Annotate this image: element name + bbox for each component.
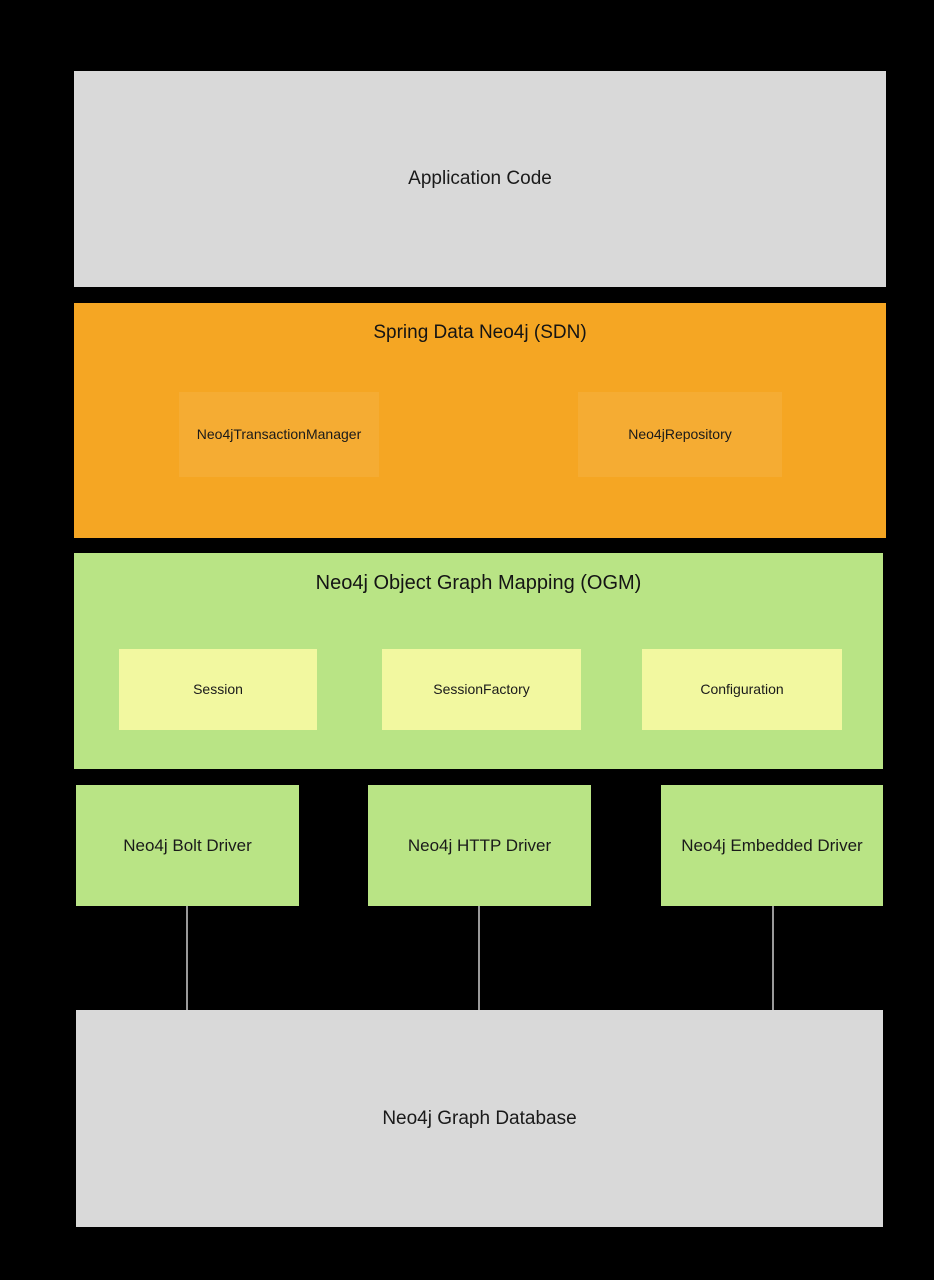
neo4j-graph-database-layer: Neo4j Graph Database [76,1010,883,1227]
session-label: Session [193,680,243,697]
neo4j-ogm-layer: Neo4j Object Graph Mapping (OGM) Session… [74,553,883,769]
neo4j-bolt-driver-box: Neo4j Bolt Driver [76,785,299,906]
session-factory-label: SessionFactory [433,680,530,697]
application-code-layer: Application Code [74,71,886,287]
neo4j-bolt-driver-label: Neo4j Bolt Driver [123,835,252,855]
neo4j-http-driver-box: Neo4j HTTP Driver [368,785,591,906]
connector-http-to-database [478,906,480,1011]
application-code-label: Application Code [408,168,552,190]
neo4j-repository-label: Neo4jRepository [628,425,732,442]
neo4j-embedded-driver-box: Neo4j Embedded Driver [661,785,883,906]
sdn-layer-title: Spring Data Neo4j (SDN) [373,322,587,343]
spring-data-neo4j-layer: Spring Data Neo4j (SDN) Neo4jTransaction… [74,303,886,538]
neo4j-transaction-manager-box: Neo4jTransactionManager [179,392,379,477]
ogm-layer-title: Neo4j Object Graph Mapping (OGM) [315,572,642,594]
neo4j-embedded-driver-label: Neo4j Embedded Driver [681,835,863,855]
session-factory-box: SessionFactory [382,649,581,730]
session-box: Session [119,649,317,730]
configuration-box: Configuration [642,649,842,730]
connector-bolt-to-database [186,906,188,1011]
neo4j-http-driver-label: Neo4j HTTP Driver [407,835,552,855]
neo4j-repository-box: Neo4jRepository [578,392,782,477]
configuration-label: Configuration [700,680,784,697]
neo4j-transaction-manager-label: Neo4jTransactionManager [196,425,362,442]
connector-embedded-to-database [772,906,774,1011]
neo4j-graph-database-label: Neo4j Graph Database [382,1107,577,1129]
